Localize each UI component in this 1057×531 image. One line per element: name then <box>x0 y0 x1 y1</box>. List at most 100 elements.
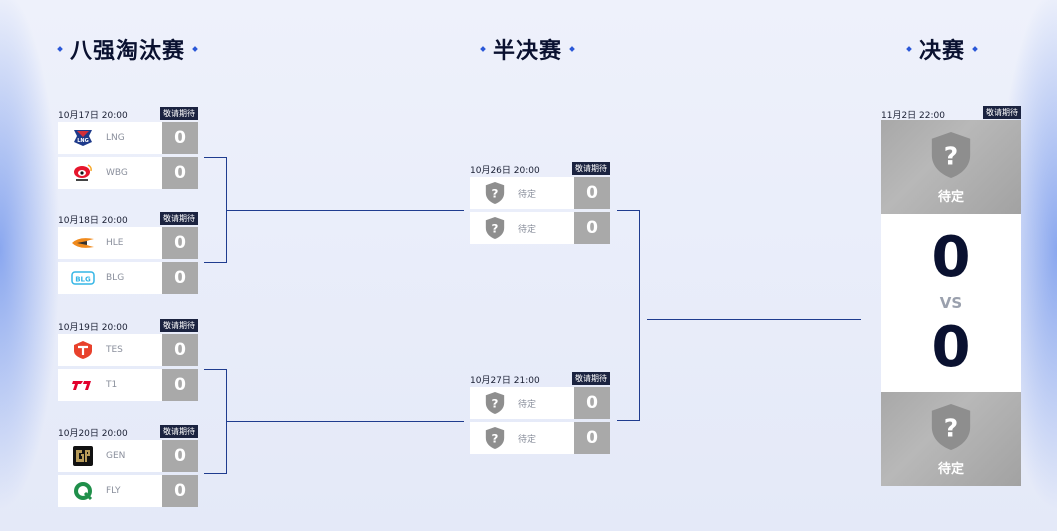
team-b-score: 0 <box>931 315 971 380</box>
stage-title-semifinal: 半决赛 <box>480 34 575 64</box>
hle-logo-icon <box>70 232 96 254</box>
final-team-b[interactable]: 待定 <box>881 392 1021 486</box>
stage-title-text: 半决赛 <box>493 39 563 64</box>
match-time: 10月26日 20:00 <box>470 166 540 176</box>
wbg-logo-icon <box>70 162 96 184</box>
title-dot-icon <box>57 46 63 52</box>
match-card[interactable]: 10月19日 20:00 敬请期待 TES 0 T1 0 <box>58 318 198 404</box>
team-name: BLG <box>106 273 125 283</box>
team-score: 0 <box>162 227 198 259</box>
team-row[interactable]: LNG LNG 0 <box>58 122 198 154</box>
team-a-score: 0 <box>931 225 971 290</box>
team-name: TES <box>106 345 123 355</box>
stage-title-text: 决赛 <box>919 39 966 64</box>
status-badge: 敬请期待 <box>572 372 610 385</box>
status-badge: 敬请期待 <box>160 319 198 332</box>
lng-logo-icon: LNG <box>70 127 96 149</box>
team-row[interactable]: T1 0 <box>58 369 198 401</box>
team-score: 0 <box>162 157 198 189</box>
tes-logo-icon <box>70 339 96 361</box>
bracket-connector <box>204 369 226 370</box>
team-score: 0 <box>574 212 610 244</box>
vs-label: VS <box>939 294 963 312</box>
team-row[interactable]: 待定 0 <box>470 422 610 454</box>
team-name: 待定 <box>937 461 964 477</box>
tbd-shield-icon <box>482 392 508 414</box>
final-team-a[interactable]: 待定 <box>881 120 1021 214</box>
team-score: 0 <box>162 440 198 472</box>
team-score: 0 <box>162 262 198 294</box>
team-name: 待定 <box>937 189 964 205</box>
tbd-shield-icon <box>928 130 974 184</box>
team-score: 0 <box>574 387 610 419</box>
team-name: 待定 <box>518 189 537 200</box>
gen-logo-icon <box>70 445 96 467</box>
final-card[interactable]: 11月2日 22:00 敬请期待 待定 0 VS 0 待定 <box>881 106 1021 486</box>
svg-text:LNG: LNG <box>77 138 88 144</box>
team-score: 0 <box>162 122 198 154</box>
title-dot-icon <box>480 46 486 52</box>
team-score: 0 <box>574 422 610 454</box>
team-name: GEN <box>106 451 126 461</box>
tbd-shield-icon <box>482 182 508 204</box>
title-dot-icon <box>192 46 198 52</box>
title-dot-icon <box>906 46 912 52</box>
bracket-connector <box>226 210 464 211</box>
match-time: 10月27日 21:00 <box>470 376 540 386</box>
bracket-connector <box>617 210 639 211</box>
bracket-connector <box>204 157 226 158</box>
t1-logo-icon <box>70 374 96 396</box>
match-time: 11月2日 22:00 <box>881 111 945 121</box>
team-row[interactable]: TES 0 <box>58 334 198 366</box>
bracket-connector <box>639 210 640 421</box>
status-badge: 敬请期待 <box>160 212 198 225</box>
match-time: 10月18日 20:00 <box>58 216 128 226</box>
match-card[interactable]: 10月26日 20:00 敬请期待 待定 0 待定 0 <box>470 161 610 247</box>
team-row[interactable]: HLE 0 <box>58 227 198 259</box>
match-card[interactable]: 10月27日 21:00 敬请期待 待定 0 待定 0 <box>470 371 610 457</box>
team-score: 0 <box>162 369 198 401</box>
bracket-connector <box>617 420 639 421</box>
bracket-connector <box>647 319 861 320</box>
tbd-shield-icon <box>482 427 508 449</box>
team-name: HLE <box>106 238 124 248</box>
match-card[interactable]: 10月17日 20:00 敬请期待 LNG LNG 0 WBG 0 <box>58 106 198 192</box>
team-row[interactable]: 待定 0 <box>470 387 610 419</box>
match-time: 10月20日 20:00 <box>58 429 128 439</box>
status-badge: 敬请期待 <box>160 425 198 438</box>
team-name: FLY <box>106 486 121 496</box>
team-row[interactable]: WBG 0 <box>58 157 198 189</box>
tbd-shield-icon <box>928 402 974 456</box>
fly-logo-icon <box>70 480 96 502</box>
stage-title-text: 八强淘汰赛 <box>70 39 186 64</box>
team-row[interactable]: BLG BLG 0 <box>58 262 198 294</box>
team-name: T1 <box>106 380 118 390</box>
team-name: WBG <box>106 168 128 178</box>
team-name: LNG <box>106 133 125 143</box>
bracket-connector <box>204 262 226 263</box>
team-name: 待定 <box>518 224 537 235</box>
bracket-connector <box>204 473 226 474</box>
team-row[interactable]: FLY 0 <box>58 475 198 507</box>
match-card[interactable]: 10月18日 20:00 敬请期待 HLE 0 BLG BLG 0 <box>58 211 198 297</box>
title-dot-icon <box>569 46 575 52</box>
match-time: 10月19日 20:00 <box>58 323 128 333</box>
title-dot-icon <box>972 46 978 52</box>
status-badge: 敬请期待 <box>572 162 610 175</box>
team-row[interactable]: GEN 0 <box>58 440 198 472</box>
team-score: 0 <box>162 334 198 366</box>
team-name: 待定 <box>518 434 537 445</box>
team-row[interactable]: 待定 0 <box>470 212 610 244</box>
team-name: 待定 <box>518 399 537 410</box>
stage-title-final: 决赛 <box>906 34 978 64</box>
team-score: 0 <box>162 475 198 507</box>
bracket-connector <box>226 421 464 422</box>
tbd-shield-icon <box>482 217 508 239</box>
match-card[interactable]: 10月20日 20:00 敬请期待 GEN 0 FLY 0 <box>58 424 198 510</box>
blg-logo-icon: BLG <box>70 267 96 289</box>
stage-title-quarterfinal: 八强淘汰赛 <box>57 34 198 64</box>
svg-text:BLG: BLG <box>75 276 91 284</box>
team-score: 0 <box>574 177 610 209</box>
team-row[interactable]: 待定 0 <box>470 177 610 209</box>
status-badge: 敬请期待 <box>160 107 198 120</box>
